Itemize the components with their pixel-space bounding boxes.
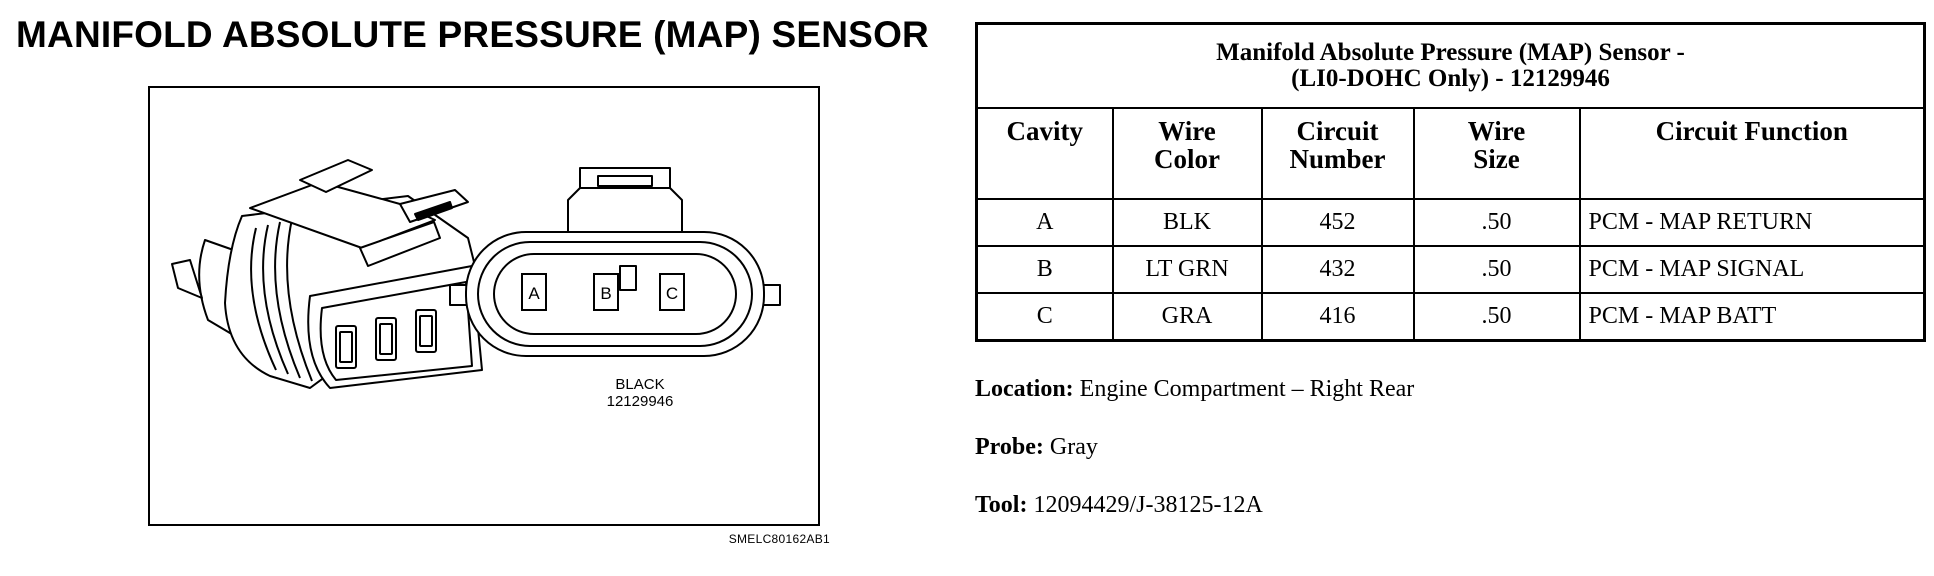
cell-wire-size: .50 [1412,198,1581,247]
page-title: MANIFOLD ABSOLUTE PRESSURE (MAP) SENSOR [16,14,929,55]
cell-cavity: C [975,292,1114,342]
cell-wire-color: GRA [1111,292,1263,342]
cell-cavity: B [975,245,1114,294]
probe-note: Probe: Gray [975,434,1098,461]
cell-circuit-number: 416 [1260,292,1415,342]
cell-circuit-number: 432 [1260,245,1415,294]
connector-color: BLACK [615,376,665,393]
table-title-line-1: Manifold Absolute Pressure (MAP) Sensor … [1216,39,1685,66]
tool-value: 12094429/J-38125-12A [1033,492,1263,518]
pin-label-a: A [528,284,540,303]
connector-caption: BLACK 12129946 [540,376,740,410]
header-circuit-function: Circuit Function [1578,107,1926,200]
table-title: Manifold Absolute Pressure (MAP) Sensor … [975,22,1926,109]
cell-circuit-function: PCM - MAP RETURN [1578,198,1926,247]
tool-label: Tool: [975,492,1028,518]
table-row: C GRA 416 .50 PCM - MAP BATT [975,292,1926,342]
cell-wire-size: .50 [1412,292,1581,342]
figure-code: SMELC80162AB1 [728,532,830,546]
cell-wire-color: LT GRN [1111,245,1263,294]
location-label: Location: [975,376,1074,402]
probe-label: Probe: [975,434,1044,460]
tool-note: Tool: 12094429/J-38125-12A [975,492,1263,519]
pin-label-b: B [600,284,611,303]
cell-circuit-function: PCM - MAP SIGNAL [1578,245,1926,294]
cell-circuit-number: 452 [1260,198,1415,247]
pinout-table: Manifold Absolute Pressure (MAP) Sensor … [975,22,1926,342]
connector-figure: A B C [148,86,820,526]
location-value: Engine Compartment – Right Rear [1079,376,1415,402]
connector-part-number: 12129946 [606,393,674,410]
header-cavity: Cavity [975,107,1114,200]
table-row: B LT GRN 432 .50 PCM - MAP SIGNAL [975,245,1926,294]
pin-label-c: C [666,284,678,303]
location-note: Location: Engine Compartment – Right Rea… [975,376,1414,403]
cell-wire-color: BLK [1111,198,1263,247]
cell-circuit-function: PCM - MAP BATT [1578,292,1926,342]
table-row: A BLK 452 .50 PCM - MAP RETURN [975,198,1926,247]
connector-illustration: A B C [171,159,781,389]
table-title-line-2: (LI0-DOHC Only) - 12129946 [1291,65,1610,92]
cell-cavity: A [975,198,1114,247]
probe-value: Gray [1049,434,1098,460]
cell-wire-size: .50 [1412,245,1581,294]
